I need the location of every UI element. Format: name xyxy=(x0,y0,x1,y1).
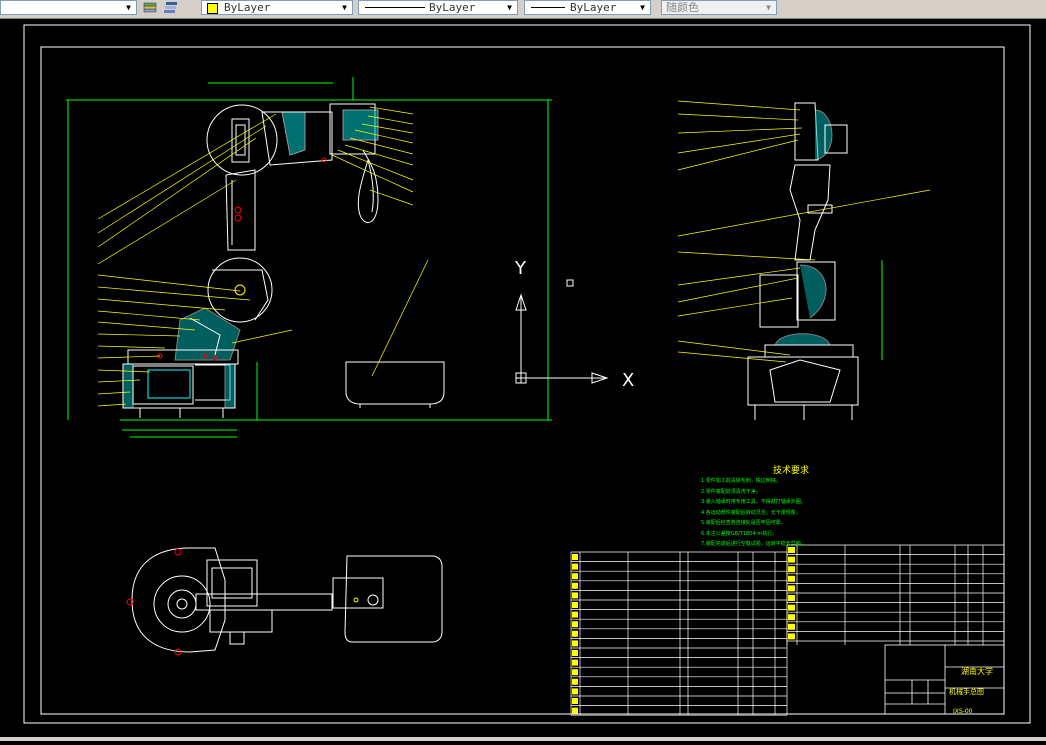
row-marker xyxy=(572,630,578,637)
properties-toolbar: ▼ ByLayer ▼ ByLayer ▼ ByLayer ▼ 随颜色 ▼ xyxy=(0,0,1046,19)
technical-requirements-title: 技术要求 xyxy=(772,466,809,476)
chevron-down-icon: ▼ xyxy=(126,3,131,12)
cad-drawing xyxy=(23,24,1031,724)
outer-frame xyxy=(23,24,1031,724)
lineweight-control-dropdown[interactable]: ByLayer ▼ xyxy=(524,0,651,15)
linetype-control-value: ByLayer xyxy=(429,1,476,14)
linetype-preview xyxy=(365,7,425,8)
chevron-down-icon: ▼ xyxy=(640,3,645,12)
top-view xyxy=(126,547,443,656)
drawing-border xyxy=(40,46,1005,715)
row-marker xyxy=(572,669,578,676)
plot-style-dropdown[interactable]: 随颜色 ▼ xyxy=(661,0,777,15)
row-marker xyxy=(572,563,578,570)
row-marker xyxy=(572,688,578,695)
row-marker xyxy=(788,556,795,563)
title-block xyxy=(884,644,1005,715)
row-marker xyxy=(788,585,795,592)
color-control-value: ByLayer xyxy=(224,1,271,14)
color-control-dropdown[interactable]: ByLayer ▼ xyxy=(201,0,353,15)
row-marker xyxy=(572,650,578,656)
layers-icon xyxy=(143,2,157,13)
row-marker xyxy=(572,707,578,714)
row-marker xyxy=(572,611,578,618)
front-view xyxy=(66,77,609,438)
row-marker xyxy=(572,659,578,666)
previous-dropdown[interactable]: ▼ xyxy=(0,0,137,15)
row-marker xyxy=(572,592,578,599)
row-marker xyxy=(788,566,795,573)
technical-requirements-notes: 1.零件加工前清除毛刺，锐边倒钝。 2.零件装配前须清洗干净。 3.装入轴承时用专用… xyxy=(701,476,891,550)
plot-style-value: 随颜色 xyxy=(666,1,699,14)
chevron-down-icon: ▼ xyxy=(342,3,347,12)
technical-note: 6.未注公差按GB/T1804-m执行。 xyxy=(701,530,778,537)
technical-note: 3.装入轴承时用专用工具，不得敲打轴承外圈。 xyxy=(701,499,806,505)
row-marker xyxy=(788,604,795,611)
row-marker xyxy=(788,575,795,582)
ucs-y-label: Y xyxy=(515,258,526,279)
title-block-school: 湖南大学 xyxy=(961,667,993,676)
row-marker xyxy=(572,602,578,608)
row-marker xyxy=(572,678,578,685)
horizontal-scrollbar[interactable] xyxy=(0,737,1046,741)
linetype-control-dropdown[interactable]: ByLayer ▼ xyxy=(358,0,518,15)
layer-stack-icon xyxy=(164,2,177,13)
ucs-x-label: X xyxy=(622,370,635,391)
front-view-leaders xyxy=(97,106,429,407)
color-swatch-icon xyxy=(207,3,218,14)
layer-previous-button[interactable] xyxy=(161,0,179,16)
row-marker xyxy=(788,614,795,621)
row-marker xyxy=(572,573,578,580)
row-marker xyxy=(572,582,578,589)
chevron-down-icon: ▼ xyxy=(766,3,771,12)
parts-table xyxy=(570,544,1005,716)
lineweight-control-value: ByLayer xyxy=(570,1,617,14)
technical-note: 5.装配后检查各连接处是否牢固可靠。 xyxy=(701,520,786,526)
technical-note: 2.零件装配前须清洗干净。 xyxy=(701,488,761,495)
chevron-down-icon: ▼ xyxy=(507,3,512,12)
row-marker xyxy=(788,623,795,630)
technical-note: 7.装配完成后进行空载试验，运转平稳无异响。 xyxy=(701,541,806,547)
title-block-drawing-name: 机械手总图 xyxy=(949,688,984,696)
row-marker xyxy=(572,640,578,647)
side-view xyxy=(747,102,883,420)
row-marker xyxy=(572,554,578,560)
title-block-drawing-no: JXS-00 xyxy=(953,708,973,715)
row-marker xyxy=(572,621,578,628)
drawing-canvas[interactable]: Y X 技术要求 1.零件加工前清除毛刺，锐边倒钝。 2.零件装配前须清洗干净。 3… xyxy=(0,18,1046,741)
layer-states-button[interactable] xyxy=(141,0,159,16)
lineweight-preview xyxy=(531,7,565,8)
side-view-leaders xyxy=(677,100,931,363)
technical-note: 1.零件加工前清除毛刺，锐边倒钝。 xyxy=(701,478,781,484)
row-marker xyxy=(788,595,795,601)
technical-note: 4.各运动部件装配后转动灵活，无卡滞现象。 xyxy=(701,509,801,516)
row-marker xyxy=(788,547,795,553)
row-marker xyxy=(788,633,795,640)
row-marker xyxy=(572,698,578,704)
